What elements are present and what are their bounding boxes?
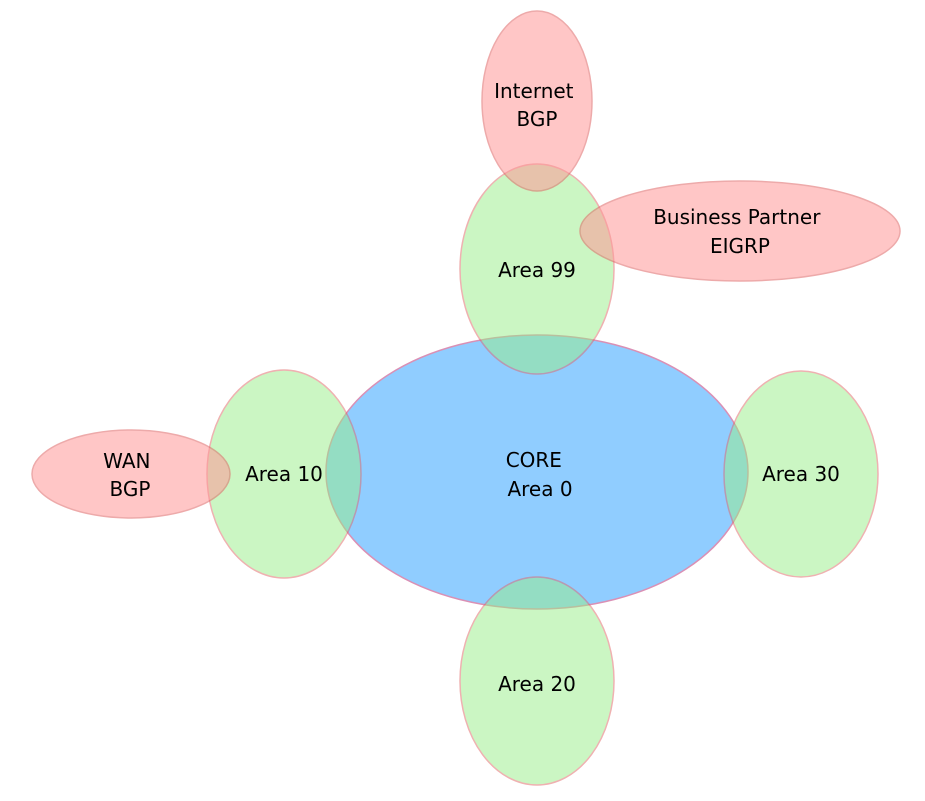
internet-bgp-label-line-2: BGP	[517, 107, 558, 131]
area-99-label-line-1: Area 99	[498, 258, 576, 282]
area-30-ellipse	[723, 370, 879, 578]
internet-bgp-label: Internet BGP	[494, 79, 580, 131]
business-partner-eigrp-label-line-1: Business Partner	[653, 205, 821, 229]
area-30-label-line-1: Area 30	[762, 462, 840, 486]
wan-bgp-label: WAN BGP	[103, 449, 157, 501]
internet-bgp-ellipse	[481, 10, 593, 192]
area-10-label: Area 10	[245, 462, 323, 486]
business-partner-eigrp-label: Business Partner EIGRP	[653, 205, 827, 258]
area-20-ellipse	[459, 576, 615, 786]
business-partner-eigrp-label-line-2: EIGRP	[710, 234, 770, 258]
area-30-label: Area 30	[762, 462, 840, 486]
area-20-label-line-1: Area 20	[498, 672, 576, 696]
internet-bgp-label-line-1: Internet	[494, 79, 574, 103]
core-area-0-label-line-2: Area 0	[507, 477, 572, 501]
wan-bgp-label-line-2: BGP	[110, 477, 151, 501]
core-area-0-label: CORE Area 0	[506, 448, 573, 501]
core-area-0-label-line-1: CORE	[506, 448, 562, 472]
area-10-label-line-1: Area 10	[245, 462, 323, 486]
core-area-0-ellipse	[325, 334, 749, 610]
wan-bgp-ellipse	[31, 429, 231, 519]
area-20-label: Area 20	[498, 672, 576, 696]
area-99-label: Area 99	[498, 258, 576, 282]
wan-bgp-label-line-1: WAN	[103, 449, 150, 473]
business-partner-eigrp-ellipse	[579, 180, 901, 282]
